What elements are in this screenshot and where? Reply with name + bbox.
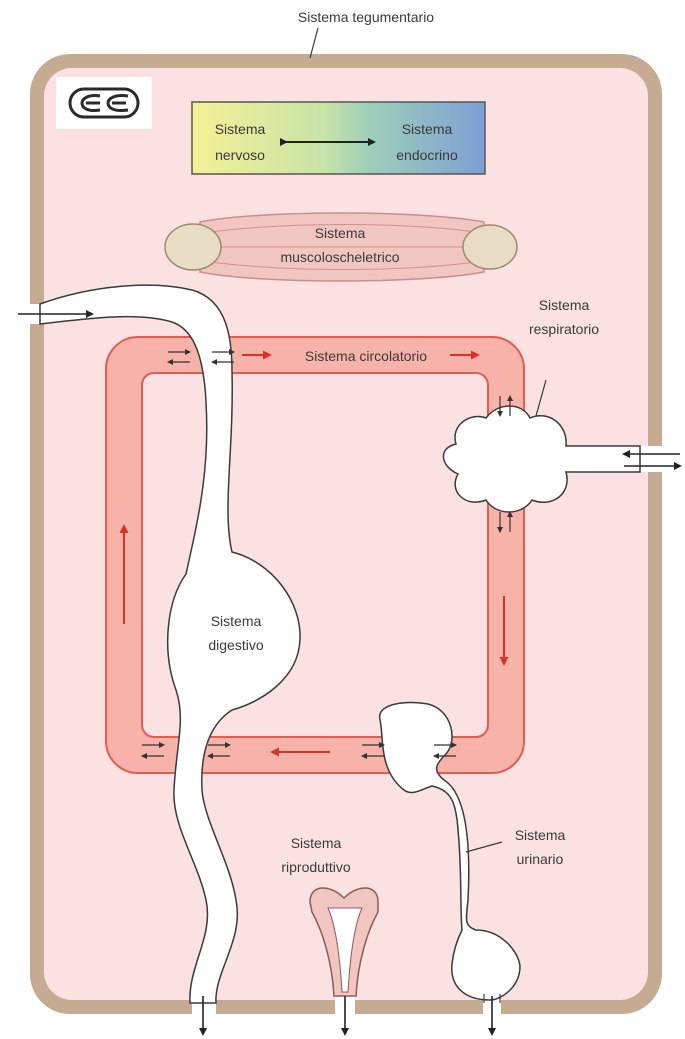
label-reproductive-line2: riproduttivo (281, 859, 350, 875)
label-nervous-line1: Sistema (215, 121, 266, 137)
label-urinary-line1: Sistema (515, 827, 566, 843)
label-urinary-line2: urinario (517, 851, 564, 867)
label-endocrine-line1: Sistema (402, 121, 453, 137)
label-respiratory-line2: respiratorio (529, 321, 599, 337)
label-endocrine-line2: endocrino (396, 147, 458, 163)
nervous-endocrine-box (192, 102, 485, 174)
integumentary-leader (310, 28, 318, 58)
label-respiratory-line1: Sistema (539, 297, 590, 313)
label-circulatory: Sistema circolatorio (305, 348, 427, 364)
label-musculoskeletal-line1: Sistema (315, 225, 366, 241)
label-musculoskeletal-line2: muscoloscheletrico (280, 249, 399, 265)
nose-opening (640, 446, 685, 472)
label-nervous-line2: nervoso (215, 147, 265, 163)
label-digestive-line2: digestivo (208, 637, 263, 653)
musculoskeletal-system (165, 213, 517, 281)
label-integumentary: Sistema tegumentario (298, 9, 434, 25)
label-reproductive-line1: Sistema (291, 835, 342, 851)
label-digestive-line1: Sistema (211, 613, 262, 629)
